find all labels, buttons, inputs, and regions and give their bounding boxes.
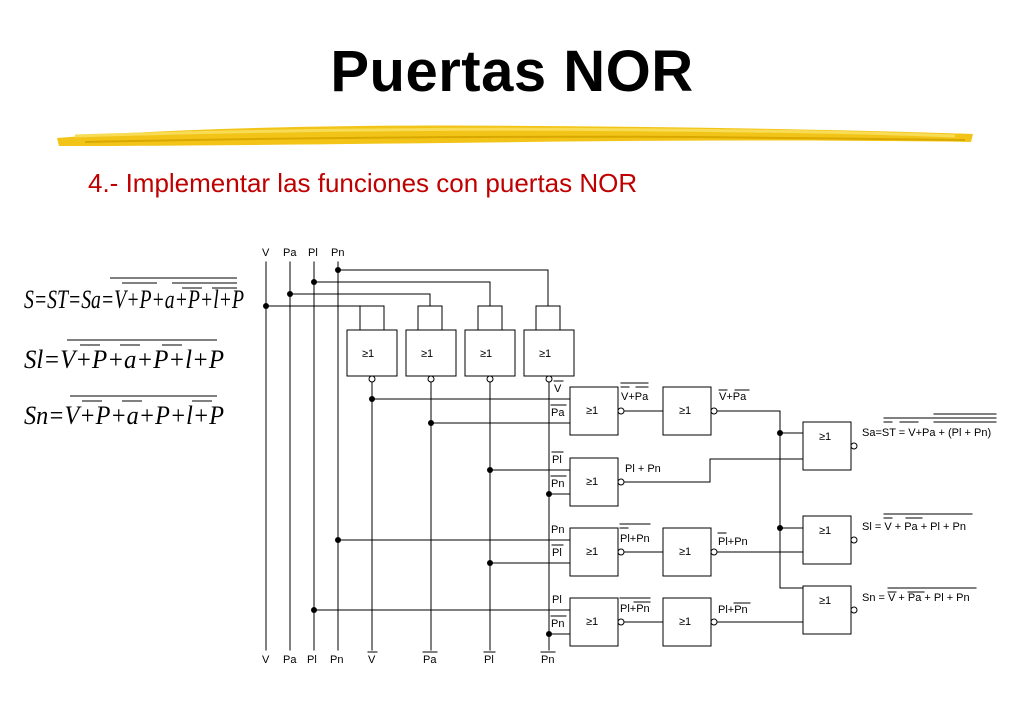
label-or-pl-pn: Pl+Pn (718, 536, 748, 548)
input-label-pn: Pn (331, 247, 344, 259)
gate-symbol: ≥1 (679, 546, 691, 558)
input-label-pa: Pa (283, 247, 297, 259)
label-pl-pn: Pl + Pn (625, 463, 661, 475)
gate-symbol: ≥1 (586, 546, 598, 558)
gate-symbol: ≥1 (539, 348, 551, 360)
wire-label-v-bar: V (554, 383, 562, 395)
formula-st: S=ST=Sa=V+P+a+P+l+P (24, 277, 244, 314)
page-title: Puertas NOR (330, 39, 694, 104)
output-label-sn: Sn = V + Pa + Pl + Pn (862, 592, 970, 604)
bottom-label-v: V (262, 654, 270, 666)
label-or-v-pa: V+Pa (719, 391, 747, 403)
svg-text:Sn=V+P+a+P+l+P: Sn=V+P+a+P+l+P (24, 401, 224, 430)
bottom-label-pl-bar: Pl (484, 654, 494, 666)
gate-symbol: ≥1 (586, 405, 598, 417)
wire-label-pa-bar: Pa (551, 407, 565, 419)
gate-symbol: ≥1 (586, 476, 598, 488)
gate-symbol: ≥1 (480, 348, 492, 360)
subtitle: 4.- Implementar las funciones con puerta… (88, 168, 638, 198)
label-nor-v-pa: V+Pa (621, 391, 649, 403)
output-label-sa: Sa=ST = V+Pa + (Pl + Pn) (862, 427, 991, 439)
formula-sl: Sl=V+P+a+P+l+P (24, 339, 224, 374)
formula-block: S=ST=Sa=V+P+a+P+l+P Sl=V+P+a+P+l+P Sn=V+… (24, 277, 244, 430)
bottom-label-v-bar: V (368, 654, 376, 666)
input-label-pl: Pl (308, 247, 318, 259)
output-label-sl: Sl = V + Pa + Pl + Pn (862, 521, 966, 533)
wire-label-pl: Pl (552, 594, 562, 606)
gate-symbol: ≥1 (819, 431, 831, 443)
gate-symbol: ≥1 (421, 348, 433, 360)
label-nor-pl-pnbar: Pl+Pn (620, 603, 650, 615)
formula-sn: Sn=V+P+a+P+l+P (24, 395, 224, 430)
gate-symbol: ≥1 (586, 616, 598, 628)
gate-symbol: ≥1 (679, 616, 691, 628)
gate-symbol: ≥1 (679, 405, 691, 417)
wire-label-pl-bar: Pl (552, 454, 562, 466)
wire-label-pn-bar-2: Pn (551, 618, 564, 630)
yellow-brush-underline (57, 125, 973, 146)
bottom-label-pn-bar: Pn (541, 654, 554, 666)
wire-label-pl-bar-2: Pl (552, 547, 562, 559)
bottom-label-pa-bar: Pa (423, 654, 437, 666)
wire-label-pn: Pn (551, 524, 564, 536)
wire-label-pn-bar: Pn (551, 478, 564, 490)
gate-symbol: ≥1 (819, 525, 831, 537)
input-label-v: V (262, 247, 270, 259)
gate-symbol: ≥1 (819, 595, 831, 607)
bottom-label-pn: Pn (330, 654, 343, 666)
svg-text:Sl=V+P+a+P+l+P: Sl=V+P+a+P+l+P (24, 345, 224, 374)
label-or-pl-pnbar: Pl+Pn (718, 604, 748, 616)
bottom-label-pl: Pl (307, 654, 317, 666)
gate-symbol: ≥1 (362, 348, 374, 360)
bottom-label-pa: Pa (283, 654, 297, 666)
svg-text:S=ST=Sa=V+P+a+P+l+P: S=ST=Sa=V+P+a+P+l+P (24, 285, 244, 314)
label-nor-pl-pn: Pl+Pn (620, 533, 650, 545)
